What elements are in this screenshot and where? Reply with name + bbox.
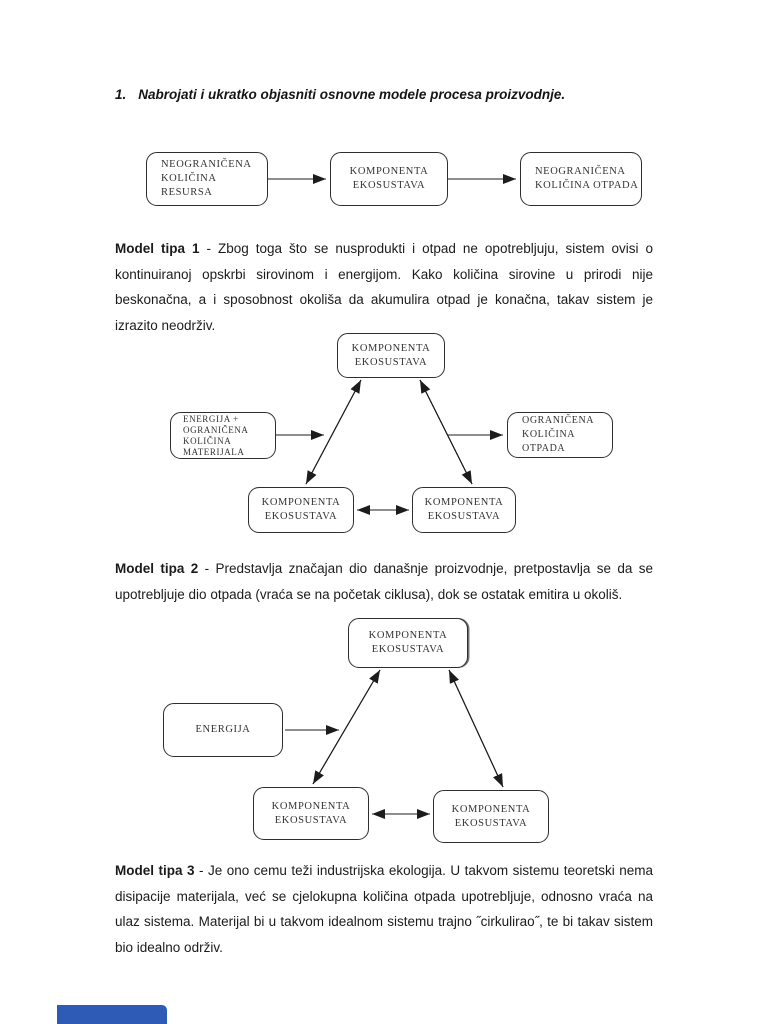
box-komponenta-ekosustava-desno: KOMPONENTA EKOSUSTAVA [412, 487, 516, 533]
question-heading: 1. Nabrojati i ukratko objasniti osnovne… [115, 87, 675, 102]
box-energija: ENERGIJA [163, 703, 283, 757]
box-energija-ogranicena-kolicina-materijala: ENERGIJA + OGRANIČENA KOLIČINA MATERIJAL… [170, 412, 276, 459]
model-2-paragraph: Model tipa 2 - Predstavlja značajan dio … [115, 556, 653, 607]
box-komponenta-ekosustava: KOMPONENTA EKOSUSTAVA [330, 152, 448, 206]
heading-text: Nabrojati i ukratko objasniti osnovne mo… [138, 87, 566, 102]
box-komponenta-ekosustava-top: KOMPONENTA EKOSUSTAVA [337, 333, 445, 378]
box-komponenta-ekosustava-desno: KOMPONENTA EKOSUSTAVA [433, 790, 549, 843]
box-komponenta-ekosustava-lijevo: KOMPONENTA EKOSUSTAVA [248, 487, 354, 533]
box-neogranicena-kolicina-otpada: NEOGRANIČENA KOLIČINA OTPADA [520, 152, 642, 206]
diagram-1-arrows [268, 174, 516, 184]
box-neogranicena-kolicina-resursa: NEOGRANIČENA KOLIČINA RESURSA [146, 152, 268, 206]
diagram-2-arrows [276, 379, 503, 515]
diagram-model-2: KOMPONENTA EKOSUSTAVA ENERGIJA + OGRANIČ… [0, 330, 768, 545]
diagram-3-arrows [285, 669, 504, 819]
diagram-model-1: NEOGRANIČENA KOLIČINA RESURSA KOMPONENTA… [0, 148, 768, 214]
box-ogranicena-kolicina-otpada: OGRANIČENA KOLIČINA OTPADA [507, 412, 613, 458]
next-page-corner [57, 1005, 167, 1024]
model-1-paragraph: Model tipa 1 - Zbog toga što se nusprodu… [115, 236, 653, 338]
model-1-label: Model tipa 1 [115, 241, 200, 256]
model-2-label: Model tipa 2 [115, 561, 199, 576]
diagram-model-3: KOMPONENTA EKOSUSTAVA ENERGIJA KOMPONENT… [0, 612, 768, 852]
model-3-text: - Je ono cemu teži industrijska ekologij… [115, 863, 653, 955]
model-2-text: - Predstavlja značajan dio današnje proi… [115, 561, 653, 602]
box-komponenta-ekosustava-top: KOMPONENTA EKOSUSTAVA [348, 618, 468, 668]
model-3-paragraph: Model tipa 3 - Je ono cemu teži industri… [115, 858, 653, 960]
box-komponenta-ekosustava-lijevo: KOMPONENTA EKOSUSTAVA [253, 787, 369, 840]
heading-number: 1. [115, 87, 127, 102]
model-3-label: Model tipa 3 [115, 863, 195, 878]
model-1-text: - Zbog toga što se nusprodukti i otpad n… [115, 241, 653, 333]
